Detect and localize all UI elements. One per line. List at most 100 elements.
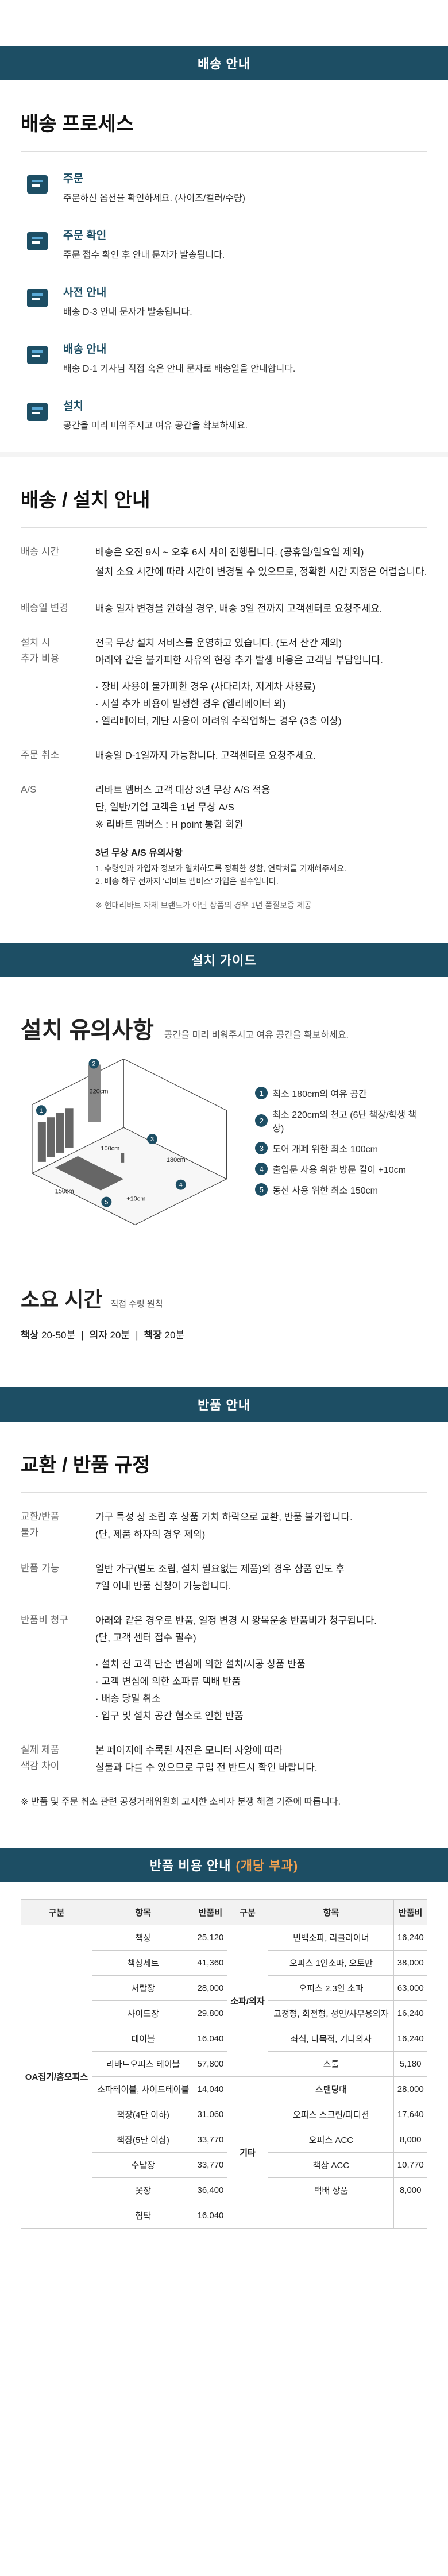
guide-subtitle: 공간을 미리 비워주시고 여유 공간을 확보하세요. — [164, 1030, 349, 1040]
text: 7일 이내 반품 신청이 가능합니다. — [95, 1581, 231, 1592]
fee-cell: 28,000 — [393, 2076, 427, 2102]
fee-cell: 5,180 — [393, 2051, 427, 2077]
return-fee-item: · 입구 및 설치 공간 협소로 인한 반품 — [95, 1710, 244, 1721]
fee-cell: 36,400 — [194, 2177, 227, 2203]
fee-banner: 반품 비용 안내 (개당 부과) — [0, 1848, 448, 1882]
fee-cell: 16,240 — [393, 2026, 427, 2052]
guide-banner: 설치 가이드 — [0, 943, 448, 977]
svg-text:3: 3 — [150, 1136, 154, 1143]
dim-label: 220cm — [89, 1088, 108, 1095]
item-cell: 오피스 ACC — [268, 2127, 395, 2153]
legend-number: 3 — [255, 1142, 268, 1154]
fee-cell: 8,000 — [393, 2127, 427, 2153]
label: 배송일 변경 — [21, 603, 68, 613]
row-date-change: 배송일 변경 배송 일자 변경을 원하실 경우, 배송 3일 전까지 고객센터로… — [21, 600, 427, 617]
label: 불가 — [21, 1527, 39, 1538]
step-desc: 배송 D-3 안내 문자가 발송됩니다. — [63, 307, 192, 317]
text: (단, 고객 센터 접수 필수) — [95, 1632, 196, 1643]
legend-text: 최소 180cm의 여유 공간 — [272, 1090, 367, 1099]
item-cell: 좌식, 다목적, 기타의자 — [268, 2026, 395, 2052]
text: (단, 제품 하자의 경우 제외) — [95, 1529, 206, 1540]
dim-label: 100cm — [101, 1145, 119, 1152]
guide-title: 설치 유의사항 — [21, 1018, 154, 1043]
return-title: 교환 / 반품 규정 — [21, 1422, 427, 1493]
order-icon — [21, 225, 54, 258]
label: 실제 제품 — [21, 1744, 60, 1755]
table-header: 반품비 — [393, 1899, 427, 1925]
step-desc: 주문 접수 확인 후 안내 문자가 발송됩니다. — [63, 250, 225, 260]
item-cell: 빈백소파, 리클라이너 — [268, 1925, 395, 1951]
text: 실물과 다를 수 있으므로 구입 전 반드시 확인 바랍니다. — [95, 1762, 318, 1773]
dim-label: 180cm — [167, 1157, 186, 1164]
fee-cell — [393, 2203, 427, 2229]
fee-cell: 38,000 — [393, 1950, 427, 1976]
label: 색감 차이 — [21, 1760, 60, 1771]
fee-cell: 63,000 — [393, 1975, 427, 2001]
room-illustration: 123 45 +10cm 100cm 180cm 150cm 220cm — [31, 1059, 227, 1226]
fee-cell: 14,040 — [194, 2076, 227, 2102]
table-header: 구분 — [20, 1899, 93, 1925]
label: 배송 시간 — [21, 546, 60, 557]
fee-cell: 16,040 — [194, 2026, 227, 2052]
table-header: 항목 — [92, 1899, 195, 1925]
dim-label: +10cm — [126, 1196, 145, 1203]
label: 반품비 청구 — [21, 1615, 68, 1625]
delivery-banner: 배송 안내 — [0, 46, 448, 80]
text: 배송 일자 변경을 원하실 경우, 배송 3일 전까지 고객센터로 요청주세요. — [95, 603, 383, 614]
table-header: 반품비 — [194, 1899, 227, 1925]
time-value: 20분 — [161, 1330, 185, 1341]
item-cell: 책장(4단 이하) — [92, 2102, 195, 2127]
row-return-fee: 반품비 청구 아래와 같은 경우로 반품, 일정 변경 시 왕복운송 반품비가 … — [21, 1612, 427, 1725]
house-icon — [21, 395, 54, 428]
label: 설치 시 — [21, 637, 51, 648]
item-cell: 수납장 — [92, 2152, 195, 2178]
row-as: A/S 리바트 멤버스 고객 대상 3년 무상 A/S 적용 단, 일반/기업 … — [21, 782, 427, 914]
time-title: 소요 시간 — [21, 1288, 103, 1311]
fee-cell: 8,000 — [393, 2177, 427, 2203]
return-fee-item: · 설치 전 고객 단순 변심에 의한 설치/시공 상품 반품 — [95, 1659, 306, 1670]
return-banner: 반품 안내 — [0, 1387, 448, 1422]
text: 가구 특성 상 조립 후 상품 가치 하락으로 교환, 반품 불가합니다. — [95, 1512, 353, 1523]
time-subtitle: 직접 수령 원칙 — [110, 1299, 163, 1309]
legend-number: 2 — [255, 1114, 268, 1127]
step-title: 주문 — [63, 173, 83, 185]
guide-section: 설치 유의사항 공간을 미리 비워주시고 여유 공간을 확보하세요. — [0, 977, 448, 1341]
fee-cell: 16,240 — [393, 2000, 427, 2026]
text: 전국 무상 설치 서비스를 운영하고 있습니다. (도서 산간 제외) — [95, 638, 342, 648]
item-cell: 택배 상품 — [268, 2177, 395, 2203]
svg-text:4: 4 — [179, 1182, 183, 1189]
row-delivery-time: 배송 시간 배송은 오전 9시 ~ 오후 6시 사이 진행됩니다. (공휴일/일… — [21, 544, 427, 583]
time-label: 의자 — [89, 1330, 107, 1341]
text: 일반 가구(별도 조립, 설치 필요없는 제품)의 경우 상품 인도 후 — [95, 1563, 345, 1574]
svg-text:1: 1 — [40, 1107, 43, 1114]
step-title: 사전 안내 — [63, 287, 107, 299]
svg-text:2: 2 — [92, 1061, 95, 1068]
install-info-section: 배송 / 설치 안내 배송 시간 배송은 오전 9시 ~ 오후 6시 사이 진행… — [0, 457, 448, 914]
item-cell — [268, 2203, 395, 2229]
item-cell: 책상 — [92, 1925, 195, 1951]
label: 주문 취소 — [21, 750, 60, 760]
row-return-allowed: 반품 가능 일반 가구(별도 조립, 설치 필요없는 제품)의 경우 상품 인도… — [21, 1561, 427, 1595]
return-fee-item: · 고객 변심에 의한 소파류 택배 반품 — [95, 1676, 241, 1687]
item-cell: 테이블 — [92, 2026, 195, 2052]
legend-number: 5 — [255, 1183, 268, 1196]
fee-cell: 28,000 — [194, 1975, 227, 2001]
step-desc: 배송 D-1 기사님 직접 혹은 안내 문자로 배송일을 안내합니다. — [63, 364, 296, 374]
label: A/S — [21, 784, 37, 795]
cart-icon — [21, 168, 54, 201]
